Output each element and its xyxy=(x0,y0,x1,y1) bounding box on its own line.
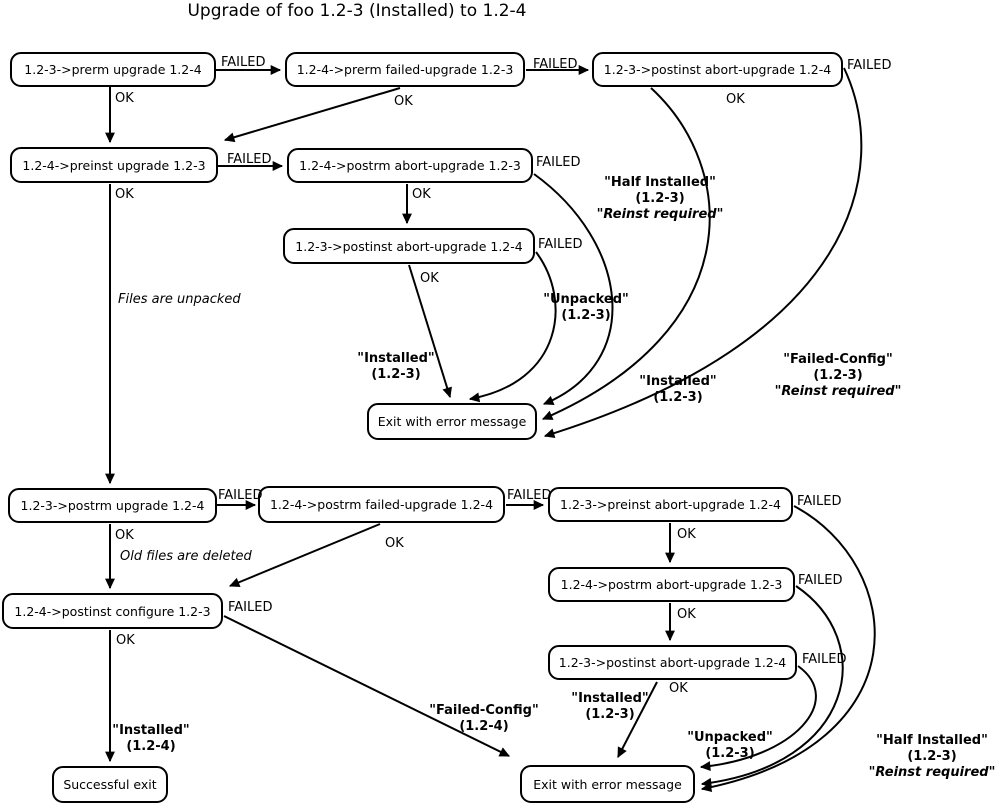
edge-label-ok: OK xyxy=(116,633,135,648)
node-preinst-upgrade: 1.2-4->preinst upgrade 1.2-3 xyxy=(10,147,218,183)
state-unpacked-top: "Unpacked" (1.2-3) xyxy=(543,292,629,324)
state-installed-right: "Installed" (1.2-3) xyxy=(639,374,716,406)
state-line: (1.2-3) xyxy=(635,191,685,206)
node-prerm-failed-upgrade: 1.2-4->prerm failed-upgrade 1.2-3 xyxy=(285,52,525,87)
edge-label-ok: OK xyxy=(726,92,745,107)
node-prerm-upgrade: 1.2-3->prerm upgrade 1.2-4 xyxy=(10,52,216,87)
state-line: (1.2-3) xyxy=(371,367,421,382)
node-successful-exit: Successful exit xyxy=(52,766,168,803)
edge-label-ok: OK xyxy=(115,91,134,106)
edge-label-failed: FAILED xyxy=(221,55,266,70)
state-line: "Installed" xyxy=(357,351,435,366)
edge-postinst-abort-upgrade-mid-failed xyxy=(468,251,557,403)
state-line: "Half Installed" xyxy=(604,175,716,190)
edge-postinst-abort-upgrade-bottom-ok xyxy=(617,681,658,758)
edge-label-failed: FAILED xyxy=(802,652,847,667)
edge-postrm-abort-upgrade-bottom-failed xyxy=(700,585,844,788)
node-postinst-configure: 1.2-4->postinst configure 1.2-3 xyxy=(2,593,223,629)
state-line: "Installed" xyxy=(571,691,649,706)
state-unpacked-bottom: "Unpacked" (1.2-3) xyxy=(687,730,773,762)
edge-postinst-configure-failed xyxy=(223,615,510,757)
edge-postrm-failed-upgrade-ok xyxy=(228,523,381,588)
state-line: (1.2-3) xyxy=(585,707,635,722)
edge-label-ok: OK xyxy=(420,271,439,286)
state-line: (1.2-3) xyxy=(907,749,957,764)
state-line: (1.2-4) xyxy=(126,739,176,754)
edge-label-ok: OK xyxy=(115,528,134,543)
note-files-unpacked: Files are unpacked xyxy=(118,292,241,307)
edge-label-ok: OK xyxy=(677,527,696,542)
state-installed-bottom-left: "Installed" (1.2-4) xyxy=(112,723,189,755)
edge-postrm-abort-upgrade-top-failed xyxy=(533,173,614,405)
node-postinst-abort-upgrade-bottom: 1.2-3->postinst abort-upgrade 1.2-4 xyxy=(548,645,797,680)
node-postrm-abort-upgrade-bottom: 1.2-4->postrm abort-upgrade 1.2-3 xyxy=(548,567,795,602)
edge-label-ok: OK xyxy=(115,187,134,202)
state-line: (1.2-3) xyxy=(705,746,755,761)
edge-label-failed: FAILED xyxy=(533,57,578,72)
state-line: "Failed-Config" xyxy=(429,703,539,718)
edge-label-failed: FAILED xyxy=(507,488,552,503)
state-line: "Installed" xyxy=(639,374,717,389)
edge-postinst-abort-upgrade-bottom-failed xyxy=(699,665,817,772)
state-installed-mid: "Installed" (1.2-3) xyxy=(357,351,434,383)
diagram-title: Upgrade of foo 1.2-3 (Installed) to 1.2-… xyxy=(187,1,527,21)
edge-label-failed: FAILED xyxy=(798,573,843,588)
state-line: "Unpacked" xyxy=(543,292,629,307)
edge-postinst-abort-upgrade-top-ok xyxy=(541,87,711,420)
state-half-installed-top: "Half Installed" (1.2-3) "Reinst require… xyxy=(597,175,724,223)
state-line: "Reinst required" xyxy=(596,207,724,222)
edge-label-ok: OK xyxy=(385,536,404,551)
node-postinst-abort-upgrade-mid: 1.2-3->postinst abort-upgrade 1.2-4 xyxy=(283,228,535,264)
node-exit-error-top: Exit with error message xyxy=(367,403,537,440)
edge-label-failed: FAILED xyxy=(538,237,583,252)
node-postrm-abort-upgrade-top: 1.2-4->postrm abort-upgrade 1.2-3 xyxy=(287,148,533,183)
edge-postinst-abort-upgrade-top-failed xyxy=(543,67,863,438)
edge-label-failed: FAILED xyxy=(797,494,842,509)
edge-label-failed: FAILED xyxy=(218,488,263,503)
edge-label-failed: FAILED xyxy=(536,155,581,170)
state-line: "Unpacked" xyxy=(687,730,773,745)
state-line: (1.2-4) xyxy=(459,719,509,734)
edge-prerm-failed-upgrade-ok xyxy=(223,87,401,143)
edge-label-failed: FAILED xyxy=(228,600,273,615)
edge-label-ok: OK xyxy=(669,681,688,696)
edge-preinst-abort-upgrade-failed xyxy=(700,505,876,793)
state-line: (1.2-3) xyxy=(813,368,863,383)
note-old-files-deleted: Old files are deleted xyxy=(120,549,252,564)
state-line: (1.2-3) xyxy=(561,308,611,323)
state-half-installed-bottom: "Half Installed" (1.2-3) "Reinst require… xyxy=(869,733,996,781)
state-failed-config-top: "Failed-Config" (1.2-3) "Reinst required… xyxy=(775,352,902,400)
state-failed-config-bottom: "Failed-Config" (1.2-4) xyxy=(429,703,539,735)
node-postrm-upgrade: 1.2-3->postrm upgrade 1.2-4 xyxy=(8,488,217,523)
state-line: "Failed-Config" xyxy=(783,352,893,367)
state-installed-bottom-mid: "Installed" (1.2-3) xyxy=(571,691,648,723)
node-postinst-abort-upgrade-top: 1.2-3->postinst abort-upgrade 1.2-4 xyxy=(592,52,843,87)
edge-label-ok: OK xyxy=(677,607,696,622)
state-line: "Installed" xyxy=(112,723,190,738)
edge-label-ok: OK xyxy=(394,94,413,109)
state-line: "Reinst required" xyxy=(774,384,902,399)
edge-label-ok: OK xyxy=(412,187,431,202)
edge-label-failed: FAILED xyxy=(847,58,892,73)
node-postrm-failed-upgrade: 1.2-4->postrm failed-upgrade 1.2-4 xyxy=(258,486,505,523)
node-preinst-abort-upgrade: 1.2-3->preinst abort-upgrade 1.2-4 xyxy=(548,487,793,522)
state-line: (1.2-3) xyxy=(653,390,703,405)
edge-postinst-abort-upgrade-mid-ok xyxy=(408,264,452,399)
node-exit-error-bottom: Exit with error message xyxy=(520,765,695,803)
state-line: "Half Installed" xyxy=(876,733,988,748)
edge-label-failed: FAILED xyxy=(227,152,272,167)
state-line: "Reinst required" xyxy=(868,765,996,780)
